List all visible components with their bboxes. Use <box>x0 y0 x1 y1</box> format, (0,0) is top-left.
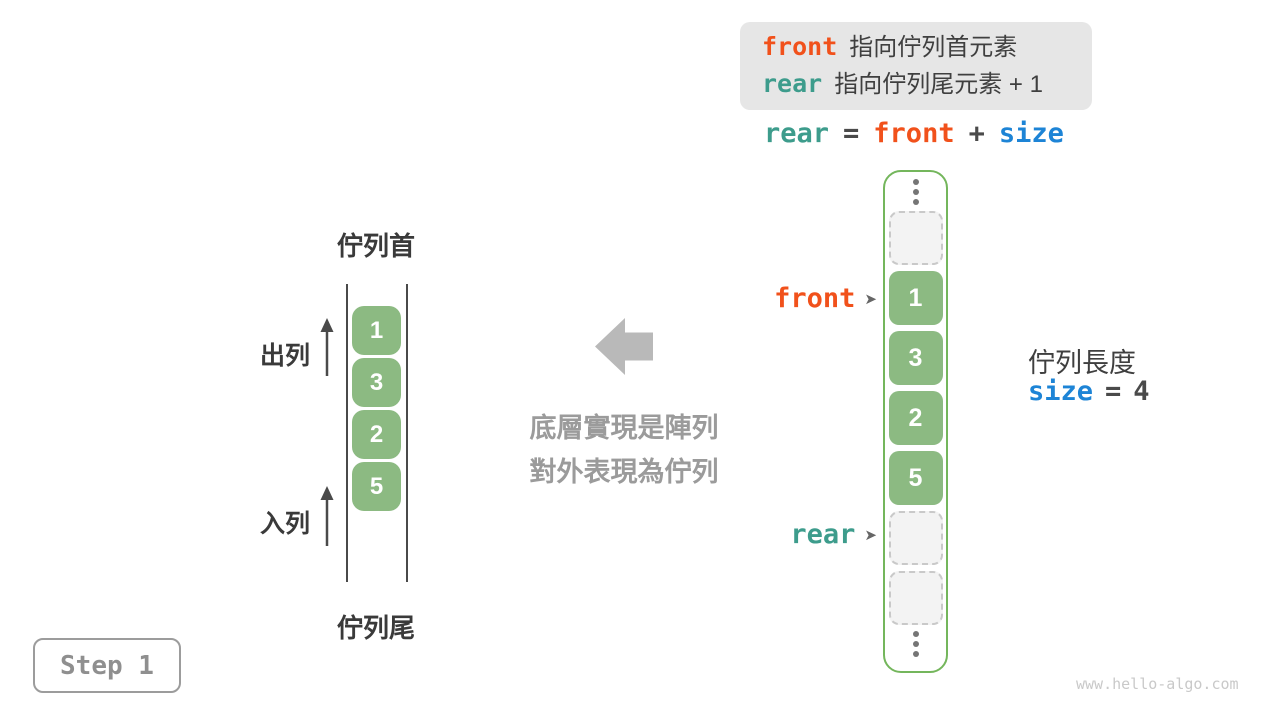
legend-line-rear: rear 指向佇列尾元素 + 1 <box>762 68 1070 101</box>
array-cell: 5 <box>888 451 943 505</box>
front-pointer-arrow-icon: ➤ <box>864 289 877 308</box>
queue-cell: 5 <box>352 462 401 511</box>
ellipsis-top-icon <box>912 179 919 205</box>
enqueue-up-arrow-icon <box>320 486 334 546</box>
array-cell: 3 <box>888 331 943 385</box>
formula: rear = front + size <box>764 118 1064 149</box>
legend-box: front 指向佇列首元素 rear 指向佇列尾元素 + 1 <box>740 22 1092 110</box>
rear-keyword: rear <box>762 69 823 98</box>
front-pointer: front ➤ <box>752 283 877 314</box>
rear-pointer: rear ➤ <box>752 519 877 550</box>
size-expression: size = 4 <box>1028 376 1150 407</box>
array-cell-empty-bottom <box>888 571 943 625</box>
dequeue-up-arrow-icon <box>320 318 334 376</box>
watermark: www.hello-algo.com <box>1076 675 1239 693</box>
queue-length-label: 佇列長度 <box>1028 348 1136 378</box>
left-block-arrow-icon <box>595 318 653 375</box>
legend-rear-text: 指向佇列尾元素 + 1 <box>834 71 1043 98</box>
middle-annotation-line2: 對外表現為佇列 <box>529 457 719 487</box>
queue-cells: 1 3 2 5 <box>352 306 401 511</box>
middle-annotation: 底層實現是陣列 對外表現為佇列 <box>504 406 744 494</box>
dequeue-label: 出列 <box>260 342 311 370</box>
formula-front: front <box>873 118 955 149</box>
array-cell-front: 1 <box>888 271 943 325</box>
front-pointer-label: front <box>774 283 856 314</box>
size-keyword: size <box>1028 376 1094 407</box>
formula-size: size <box>998 118 1064 149</box>
formula-plus: + <box>968 118 985 149</box>
size-equals: = <box>1105 376 1122 407</box>
size-value: 4 <box>1133 376 1150 407</box>
enqueue-label: 入列 <box>260 510 311 538</box>
array-cell: 2 <box>888 391 943 445</box>
ellipsis-bottom-icon <box>912 631 919 657</box>
formula-rear: rear <box>764 118 830 149</box>
front-keyword: front <box>762 32 838 61</box>
queue-wall-left <box>346 284 348 582</box>
rear-pointer-label: rear <box>790 519 856 550</box>
rear-pointer-arrow-icon: ➤ <box>864 525 877 544</box>
queue-head-label: 佇列首 <box>336 231 415 261</box>
queue-tail-label: 佇列尾 <box>336 613 415 643</box>
formula-equals: = <box>843 118 860 149</box>
array-cell-rear <box>888 511 943 565</box>
step-badge: Step 1 <box>33 638 181 693</box>
queue-wall-right <box>406 284 408 582</box>
queue-cell: 1 <box>352 306 401 355</box>
middle-annotation-line1: 底層實現是陣列 <box>529 413 719 443</box>
legend-front-text: 指向佇列首元素 <box>849 34 1018 61</box>
step-label: Step 1 <box>60 650 154 681</box>
array-cell-empty-top <box>888 211 943 265</box>
queue-cell: 2 <box>352 410 401 459</box>
legend-line-front: front 指向佇列首元素 <box>762 31 1070 64</box>
queue-cell: 3 <box>352 358 401 407</box>
array-container: 1 3 2 5 <box>883 170 948 673</box>
